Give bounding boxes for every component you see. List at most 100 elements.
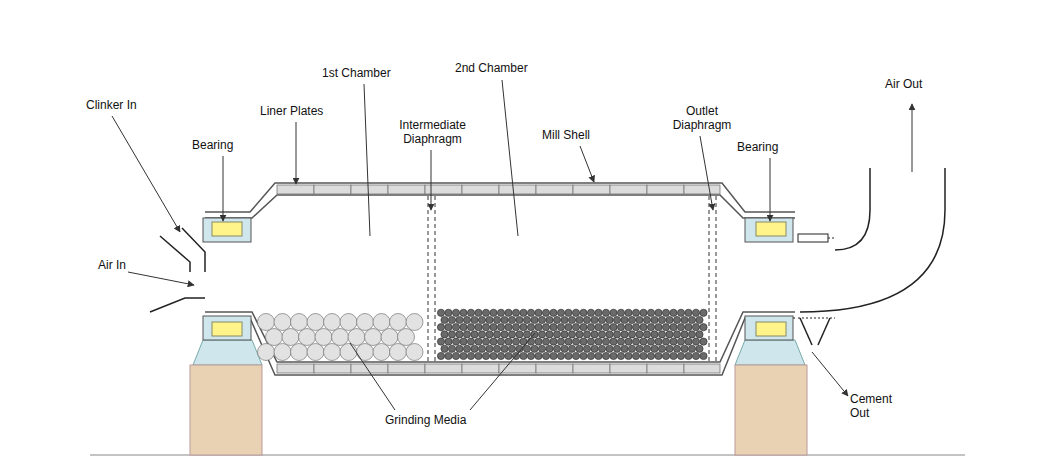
grinding-ball	[445, 309, 452, 316]
grinding-ball	[471, 316, 478, 323]
grinding-ball	[613, 331, 620, 338]
grinding-ball	[610, 309, 617, 316]
grinding-ball	[467, 324, 474, 331]
grinding-ball	[553, 316, 560, 323]
grinding-ball	[460, 324, 467, 331]
grinding-ball	[542, 338, 549, 345]
grinding-ball	[692, 338, 699, 345]
grinding-ball	[299, 329, 316, 346]
grinding-ball	[307, 314, 324, 331]
grinding-ball	[546, 345, 553, 352]
grinding-ball	[527, 352, 534, 359]
grinding-ball	[535, 324, 542, 331]
grinding-ball	[448, 316, 455, 323]
grinding-ball	[535, 309, 542, 316]
grinding-ball	[460, 352, 467, 359]
grinding-ball	[390, 344, 407, 361]
grinding-ball	[475, 324, 482, 331]
grinding-ball	[677, 324, 684, 331]
grinding-ball	[692, 352, 699, 359]
grinding-ball	[700, 309, 707, 316]
grinding-ball	[688, 316, 695, 323]
grinding-ball	[628, 331, 635, 338]
grinding-ball	[595, 309, 602, 316]
grinding-ball	[602, 338, 609, 345]
grinding-ball	[482, 338, 489, 345]
grinding-ball	[655, 309, 662, 316]
grinding-ball	[602, 324, 609, 331]
grinding-ball	[505, 352, 512, 359]
grinding-ball	[658, 345, 665, 352]
grinding-ball	[677, 338, 684, 345]
grinding-ball	[258, 344, 275, 361]
grinding-ball	[640, 338, 647, 345]
part-label: Liner Plates	[260, 104, 323, 118]
grinding-ball	[475, 309, 482, 316]
grinding-ball	[460, 309, 467, 316]
grinding-ball	[692, 309, 699, 316]
grinding-ball	[587, 324, 594, 331]
grinding-ball	[700, 352, 707, 359]
grinding-ball	[677, 352, 684, 359]
grinding-ball	[583, 345, 590, 352]
grinding-ball	[512, 338, 519, 345]
part-label: Grinding Media	[385, 413, 466, 427]
grinding-ball	[647, 324, 654, 331]
grinding-ball	[437, 338, 444, 345]
grinding-ball	[640, 352, 647, 359]
grinding-ball	[482, 352, 489, 359]
grinding-ball	[324, 344, 341, 361]
part-label: 2nd Chamber	[455, 61, 528, 75]
grinding-ball	[467, 352, 474, 359]
grinding-ball	[632, 324, 639, 331]
grinding-ball	[505, 309, 512, 316]
grinding-ball	[493, 345, 500, 352]
grinding-ball	[486, 345, 493, 352]
liner-plate	[388, 185, 425, 194]
grinding-ball	[580, 324, 587, 331]
grinding-ball	[501, 316, 508, 323]
grinding-ball	[490, 352, 497, 359]
grinding-ball	[557, 324, 564, 331]
grinding-ball	[441, 316, 448, 323]
grinding-ball	[538, 345, 545, 352]
grinding-ball	[315, 329, 332, 346]
grinding-ball	[643, 316, 650, 323]
grinding-ball	[666, 316, 673, 323]
grinding-ball	[357, 314, 374, 331]
grinding-ball	[662, 309, 669, 316]
grinding-ball	[576, 345, 583, 352]
grinding-ball	[475, 352, 482, 359]
grinding-ball	[445, 352, 452, 359]
grinding-ball	[497, 338, 504, 345]
flow-label: Cement Out	[850, 392, 900, 420]
grinding-ball	[490, 338, 497, 345]
liner-plate	[684, 364, 720, 373]
grinding-ball	[258, 314, 275, 331]
liner-plate	[610, 185, 647, 194]
grinding-ball	[542, 324, 549, 331]
grinding-ball	[478, 345, 485, 352]
grinding-ball	[561, 316, 568, 323]
grinding-ball	[467, 338, 474, 345]
grinding-ball	[617, 324, 624, 331]
grinding-ball	[497, 352, 504, 359]
grinding-ball	[357, 344, 374, 361]
grinding-ball	[520, 324, 527, 331]
grinding-ball	[550, 338, 557, 345]
grinding-ball	[591, 316, 598, 323]
grinding-ball	[576, 316, 583, 323]
grinding-ball	[398, 329, 415, 346]
grinding-ball	[535, 352, 542, 359]
grinding-ball	[456, 316, 463, 323]
grinding-ball	[681, 331, 688, 338]
grinding-ball	[448, 345, 455, 352]
grinding-ball	[643, 345, 650, 352]
liner-plate	[499, 185, 536, 194]
grinding-ball	[587, 338, 594, 345]
grinding-ball	[651, 345, 658, 352]
grinding-ball	[670, 352, 677, 359]
leader-line	[112, 80, 912, 410]
liner-plate	[277, 185, 314, 194]
